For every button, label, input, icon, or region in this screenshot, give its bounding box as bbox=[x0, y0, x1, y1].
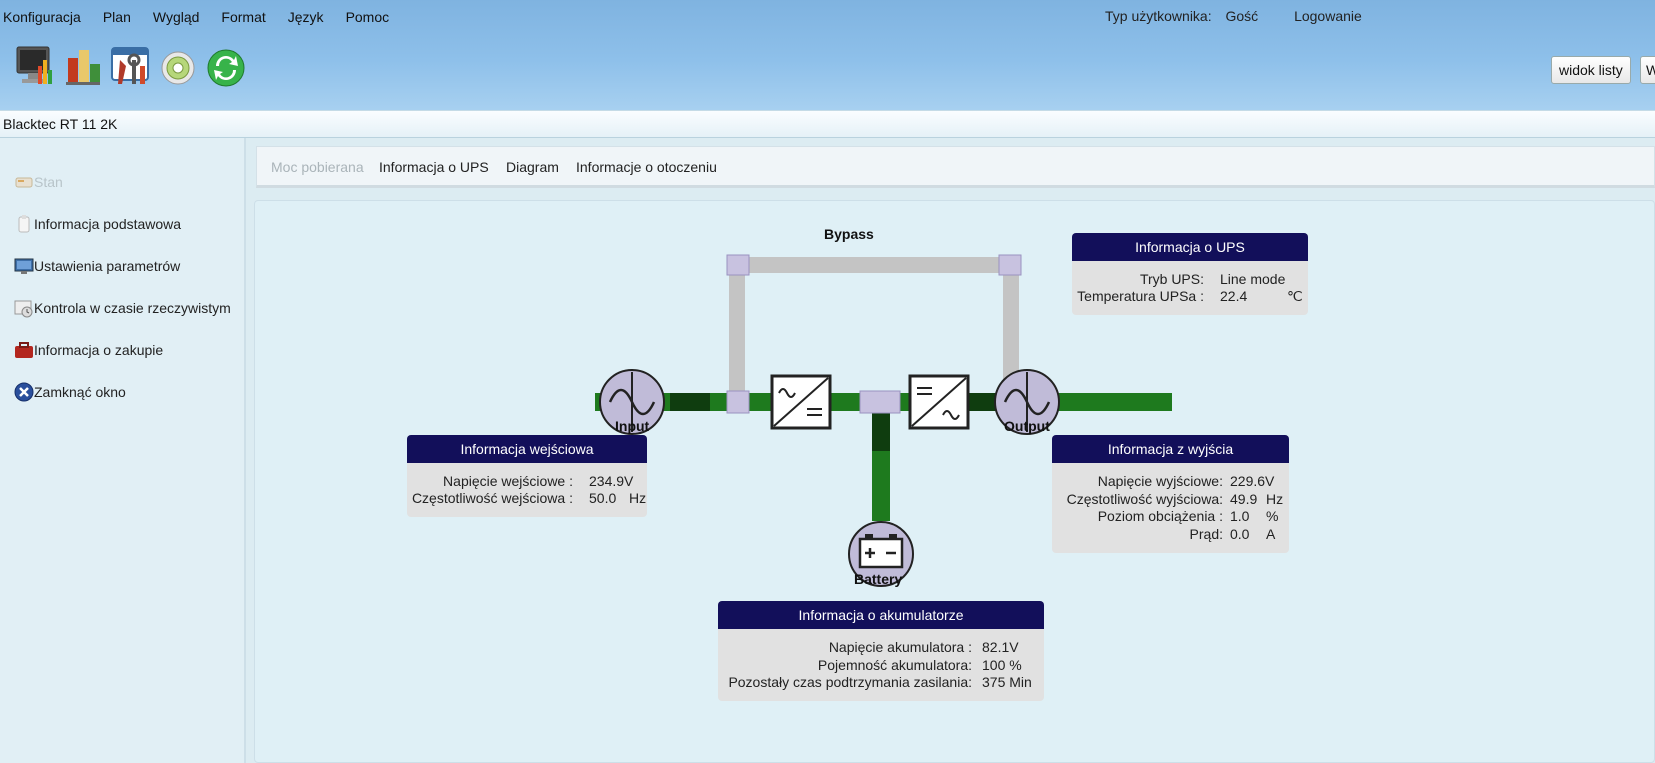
bypass-line bbox=[729, 257, 1019, 273]
input-info-box: Informacja wejściowa Napięcie wejściowe … bbox=[407, 435, 647, 517]
view-toggle-button[interactable]: W bbox=[1640, 56, 1655, 84]
gear-disc-icon[interactable] bbox=[156, 43, 200, 89]
rectifier-icon bbox=[770, 374, 832, 430]
input-label: Input bbox=[615, 418, 650, 434]
monitor-icon[interactable] bbox=[12, 43, 56, 89]
battery-info-box: Informacja o akumulatorze Napięcie akumu… bbox=[718, 601, 1044, 701]
output-current-value: 0.0 bbox=[1230, 526, 1250, 542]
menu-bar: Konfiguracja Plan Wygląd Format Język Po… bbox=[3, 9, 411, 25]
inverter-icon bbox=[908, 374, 970, 430]
input-info-title: Informacja wejściowa bbox=[407, 435, 647, 463]
input-frequency-unit: Hz bbox=[629, 490, 647, 506]
tab-informacje-o-otoczeniu[interactable]: Informacje o otoczeniu bbox=[576, 159, 717, 175]
input-frequency-label: Częstotliwość wejściowa : bbox=[411, 490, 573, 506]
output-voltage-label: Napięcie wyjściowe: bbox=[1097, 473, 1223, 489]
output-info-box: Informacja z wyjścia Napięcie wyjściowe:… bbox=[1052, 435, 1289, 553]
input-voltage-label: Napięcie wejściowe : bbox=[443, 473, 573, 489]
ups-info-box: Informacja o UPS Tryb UPS: Line mode Tem… bbox=[1072, 233, 1308, 315]
chart-icon[interactable] bbox=[60, 43, 104, 89]
sidebar-item-label: Zamknąć okno bbox=[34, 384, 126, 400]
user-type-value: Gość bbox=[1225, 8, 1259, 24]
sidebar-item-label: Stan bbox=[34, 174, 63, 190]
tab-informacja-o-ups[interactable]: Informacja o UPS bbox=[379, 159, 489, 175]
output-frequency-value: 49.9 bbox=[1230, 491, 1258, 507]
output-frequency-label: Częstotliwość wyjściowa: bbox=[1066, 491, 1223, 507]
app-header: Konfiguracja Plan Wygląd Format Język Po… bbox=[0, 0, 1655, 110]
close-window-icon bbox=[14, 382, 34, 402]
sidebar: Stan Informacja podstawowa Ustawienia pa… bbox=[0, 138, 246, 763]
sidebar-item-zamknac-okno[interactable]: Zamknąć okno bbox=[14, 381, 126, 403]
menu-wyglad[interactable]: Wygląd bbox=[152, 9, 200, 25]
battery-info-title: Informacja o akumulatorze bbox=[718, 601, 1044, 629]
refresh-icon[interactable] bbox=[204, 43, 248, 89]
tab-moc-pobierana[interactable]: Moc pobierana bbox=[271, 159, 364, 175]
login-link[interactable]: Logowanie bbox=[1294, 8, 1362, 24]
output-info-title: Informacja z wyjścia bbox=[1052, 435, 1289, 463]
status-icon bbox=[14, 172, 34, 192]
ups-mode-value: Line mode bbox=[1220, 271, 1286, 287]
sidebar-item-ustawienia-parametrow[interactable]: Ustawienia parametrów bbox=[14, 255, 180, 277]
info-basic-icon bbox=[14, 214, 34, 234]
battery-voltage-value: 82.1V bbox=[982, 639, 1019, 655]
sidebar-item-label: Informacja podstawowa bbox=[34, 216, 182, 232]
settings-tools-icon[interactable] bbox=[108, 43, 152, 89]
bypass-label: Bypass bbox=[824, 226, 874, 242]
purchase-icon bbox=[14, 340, 34, 360]
realtime-control-icon bbox=[14, 298, 34, 318]
sidebar-item-stan[interactable]: Stan bbox=[14, 171, 63, 193]
tab-bar: Moc pobierana Informacja o UPS Diagram I… bbox=[256, 146, 1655, 188]
toolbar bbox=[12, 43, 252, 89]
menu-jezyk[interactable]: Język bbox=[287, 9, 324, 25]
input-voltage-value: 234.9V bbox=[589, 473, 634, 489]
sidebar-item-label: Informacja o zakupie bbox=[34, 342, 164, 358]
output-load-value: 1.0 bbox=[1230, 508, 1250, 524]
user-type-label: Typ użytkownika: bbox=[1105, 8, 1212, 24]
sidebar-item-label: Kontrola w czasie rzeczywistym bbox=[34, 300, 231, 316]
sidebar-item-kontrola[interactable]: Kontrola w czasie rzeczywistym bbox=[14, 297, 231, 319]
tab-diagram[interactable]: Diagram bbox=[506, 159, 559, 175]
device-bar: Blacktec RT 11 2K bbox=[0, 110, 1655, 138]
menu-konfiguracja[interactable]: Konfiguracja bbox=[3, 9, 81, 25]
ups-temp-value: 22.4 bbox=[1220, 288, 1248, 304]
ups-temp-unit: ℃ bbox=[1287, 288, 1303, 304]
sidebar-item-informacja-podstawowa[interactable]: Informacja podstawowa bbox=[14, 213, 181, 235]
device-name[interactable]: Blacktec RT 11 2K bbox=[3, 116, 118, 132]
output-load-unit: % bbox=[1266, 508, 1279, 524]
output-frequency-unit: Hz bbox=[1266, 491, 1284, 507]
menu-format[interactable]: Format bbox=[221, 9, 266, 25]
sidebar-item-label: Ustawienia parametrów bbox=[34, 258, 181, 274]
output-label: Output bbox=[1004, 418, 1050, 434]
battery-runtime-value: 375 Min bbox=[982, 674, 1032, 690]
output-load-label: Poziom obciążenia : bbox=[1097, 508, 1223, 524]
battery-capacity-value: 100 % bbox=[982, 657, 1022, 673]
diagram-panel: Bypass Input Output Battery Informacja o… bbox=[254, 200, 1655, 763]
input-frequency-value: 50.0 bbox=[589, 490, 617, 506]
list-view-button[interactable]: widok listy bbox=[1551, 56, 1631, 84]
monitor-settings-icon bbox=[14, 256, 34, 276]
output-icon bbox=[994, 369, 1060, 435]
output-current-label: Prąd: bbox=[1189, 526, 1223, 542]
battery-voltage-label: Napięcie akumulatora : bbox=[828, 639, 972, 655]
battery-label: Battery bbox=[854, 571, 903, 587]
menu-plan[interactable]: Plan bbox=[102, 9, 131, 25]
battery-icon bbox=[848, 521, 914, 587]
ups-mode-label: Tryb UPS: bbox=[1139, 271, 1204, 287]
output-voltage-value: 229.6V bbox=[1230, 473, 1275, 489]
user-info: Typ użytkownika: Gość Logowanie bbox=[1105, 8, 1372, 24]
ups-temp-label: Temperatura UPSa : bbox=[1077, 288, 1204, 304]
menu-pomoc[interactable]: Pomoc bbox=[345, 9, 390, 25]
input-icon bbox=[599, 369, 665, 435]
output-current-unit: A bbox=[1266, 526, 1276, 542]
ups-info-title: Informacja o UPS bbox=[1072, 233, 1308, 261]
sidebar-item-informacja-o-zakupie[interactable]: Informacja o zakupie bbox=[14, 339, 163, 361]
battery-capacity-label: Pojemność akumulatora: bbox=[817, 657, 972, 673]
battery-runtime-label: Pozostały czas podtrzymania zasilania: bbox=[728, 674, 972, 690]
ups-diagram bbox=[595, 254, 1172, 587]
